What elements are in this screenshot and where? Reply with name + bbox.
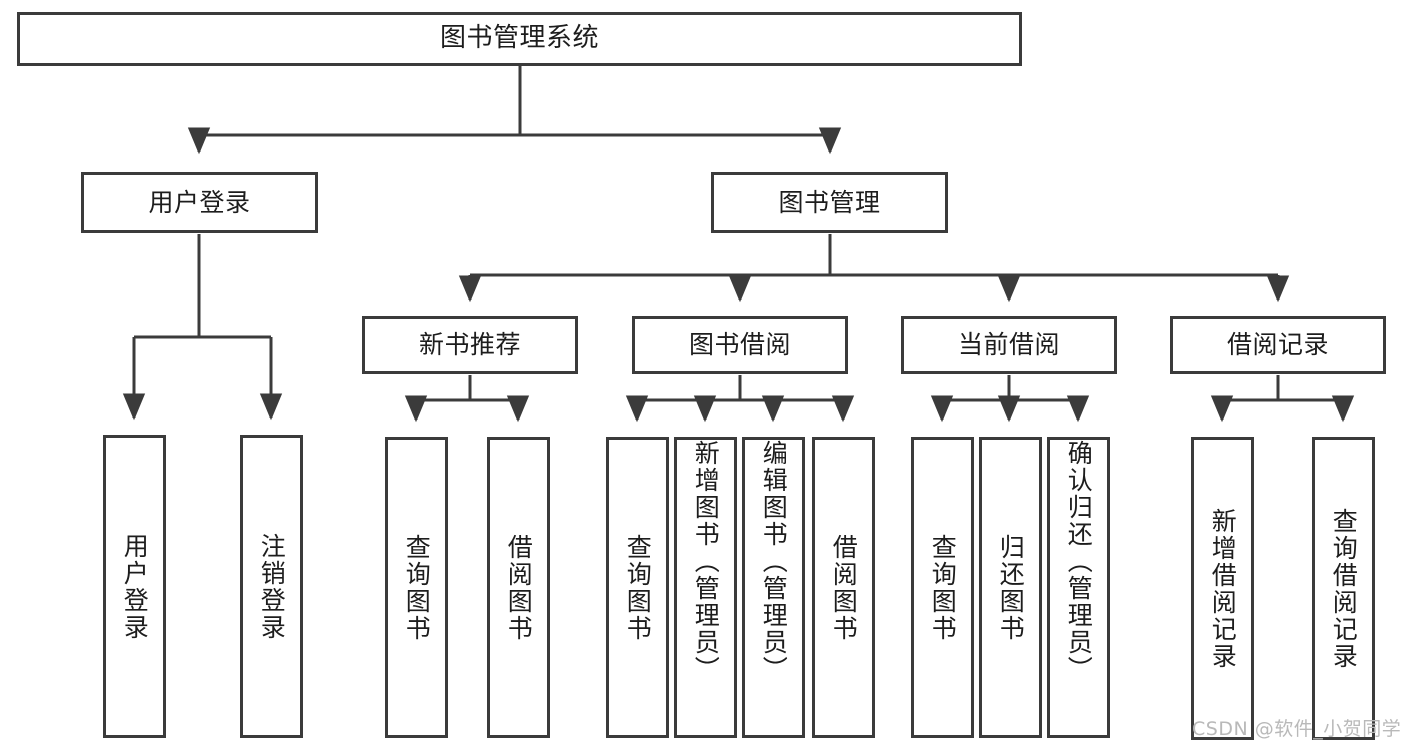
node-label: 注销登录 [257, 532, 287, 641]
node-book-management[interactable]: 图书管理 [711, 172, 948, 233]
leaf-add-book-admin[interactable]: 新增图书（管理员） [674, 437, 737, 738]
leaf-confirm-return-admin[interactable]: 确认归还（管理员） [1047, 437, 1110, 738]
node-user-login[interactable]: 用户登录 [81, 172, 318, 233]
leaf-borrow-book[interactable]: 借阅图书 [812, 437, 875, 738]
leaf-query-book-current[interactable]: 查询图书 [911, 437, 974, 738]
leaf-query-borrow-record[interactable]: 查询借阅记录 [1312, 437, 1375, 740]
node-borrowing-records[interactable]: 借阅记录 [1170, 316, 1386, 374]
node-label: 新书推荐 [418, 330, 521, 359]
leaf-logout[interactable]: 注销登录 [240, 435, 303, 738]
node-label: 用户登录 [148, 187, 251, 217]
leaf-query-book-recommend[interactable]: 查询图书 [385, 437, 448, 738]
node-current-borrowing[interactable]: 当前借阅 [901, 316, 1117, 374]
node-label: 新增借阅记录 [1208, 507, 1238, 670]
node-label: 查询图书 [623, 533, 653, 642]
node-label: 归还图书 [996, 533, 1026, 642]
node-label: 当前借阅 [957, 330, 1060, 359]
node-label: 图书管理系统 [439, 23, 599, 54]
node-label: 查询借阅记录 [1329, 507, 1359, 670]
node-label: 查询图书 [402, 533, 432, 642]
leaf-add-borrow-record[interactable]: 新增借阅记录 [1191, 437, 1254, 740]
leaf-borrow-book-recommend[interactable]: 借阅图书 [487, 437, 550, 738]
node-label: 图书借阅 [688, 330, 791, 359]
leaf-query-book-borrow[interactable]: 查询图书 [606, 437, 669, 738]
node-label: 编辑图书（管理员） [759, 440, 789, 683]
leaf-user-login[interactable]: 用户登录 [103, 435, 166, 738]
node-label: 借阅图书 [504, 533, 534, 642]
node-label: 查询图书 [928, 533, 958, 642]
leaf-edit-book-admin[interactable]: 编辑图书（管理员） [742, 437, 805, 738]
node-label: 图书管理 [778, 187, 881, 217]
node-label: 确认归还（管理员） [1064, 440, 1094, 683]
node-new-book-recommendation[interactable]: 新书推荐 [362, 316, 578, 374]
node-label: 借阅图书 [829, 533, 859, 642]
node-label: 用户登录 [120, 532, 150, 641]
node-label: 新增图书（管理员） [691, 440, 721, 683]
leaf-return-book[interactable]: 归还图书 [979, 437, 1042, 738]
node-book-borrowing[interactable]: 图书借阅 [632, 316, 848, 374]
node-root-book-management-system[interactable]: 图书管理系统 [17, 12, 1022, 66]
csdn-watermark: CSDN @软件_小贺同学 [1192, 718, 1402, 740]
node-label: 借阅记录 [1226, 330, 1329, 359]
